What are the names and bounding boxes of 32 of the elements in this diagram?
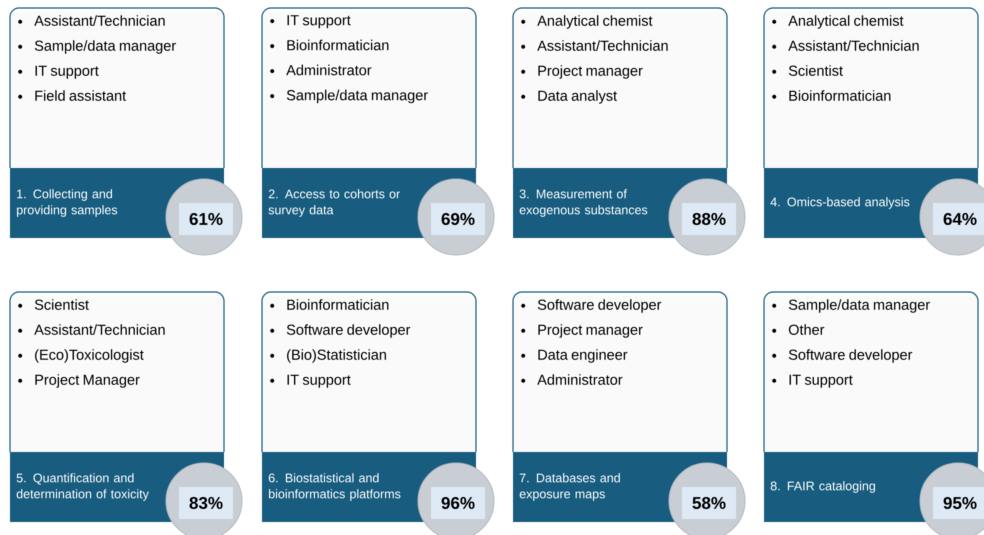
node-label: IT support: [288, 374, 351, 388]
node-label: Data engineer: [538, 349, 628, 363]
node-label: Project manager: [538, 65, 643, 79]
node-label: Other: [788, 324, 824, 335]
node-label: Sample/data manager: [286, 90, 428, 104]
node-label: Assistant/Technician: [34, 324, 165, 335]
node-label: IT support: [790, 374, 853, 388]
node-label: Assistant/Technician: [537, 40, 668, 51]
node-label: Software developer: [286, 324, 410, 338]
node-label: Data analyst: [538, 90, 617, 104]
node-label: Sample/data manager: [34, 40, 176, 54]
node-label: (Bio)Statistician: [287, 349, 386, 363]
node-label: Project Manager: [35, 374, 140, 388]
node-label: Project manager: [538, 324, 643, 338]
node-label: (Eco)Toxicologist: [35, 349, 144, 363]
node-label: Field assistant: [35, 90, 126, 101]
node-label: Analytical chemist: [788, 15, 904, 29]
node-label: Assistant/Technician: [788, 40, 919, 51]
node-label: Scientist: [34, 299, 89, 310]
node-label: Scientist: [788, 65, 843, 76]
node-label: Bioinformatician: [789, 90, 890, 101]
node-label: Bioinformatician: [287, 40, 388, 50]
node-label: Software developer: [788, 349, 912, 363]
node-label: Administrator: [286, 64, 372, 76]
node-label: Assistant/Technician: [34, 15, 165, 26]
node-label: IT support: [36, 66, 99, 79]
node-label: Software developer: [538, 299, 662, 313]
node-label: Sample/data manager: [788, 299, 930, 313]
node-label: Analytical chemist: [537, 15, 652, 29]
node-label: Administrator: [537, 374, 622, 385]
node-label: IT support: [288, 15, 351, 28]
node-label: Bioinformatician: [287, 299, 388, 310]
